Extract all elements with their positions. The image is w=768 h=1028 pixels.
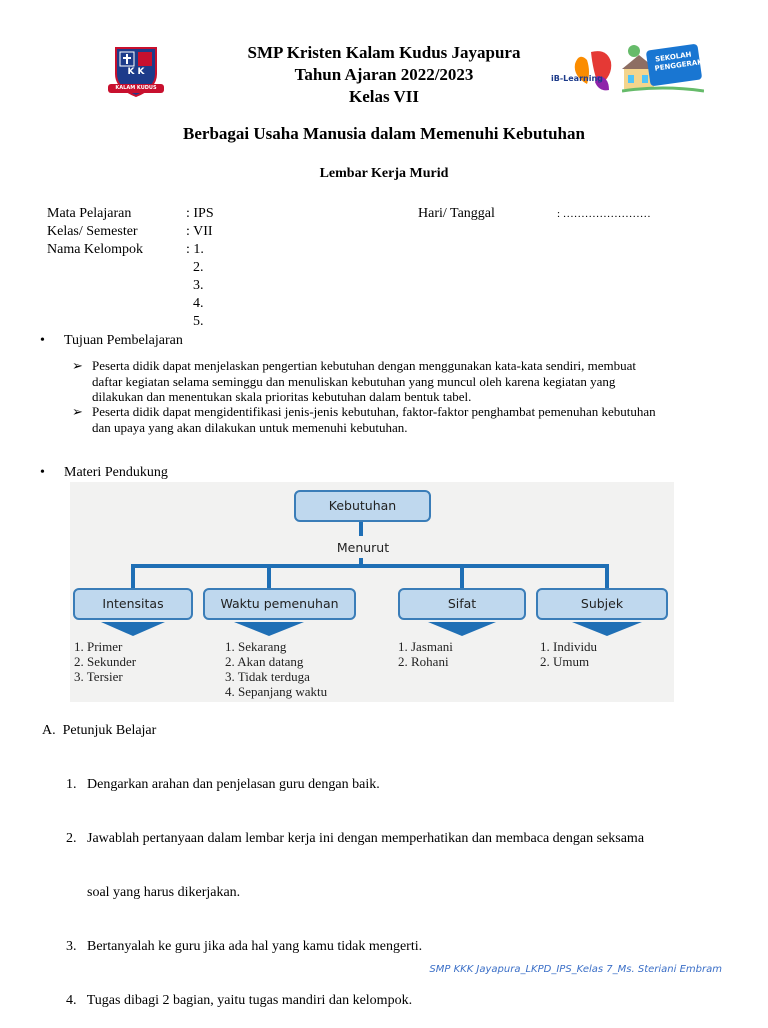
page-footer: SMP KKK Jayapura_LKPD_IPS_Kelas 7_Ms. St… — [429, 964, 722, 975]
category-box-waktu: Waktu pemenuhan — [203, 588, 356, 620]
list-item: 2. Akan datang — [225, 654, 304, 669]
list-item: 2. Umum — [540, 654, 590, 669]
ib-learning-logo: iB-Learning — [551, 46, 617, 96]
list-item: soal yang harus dikerjakan. — [66, 885, 241, 900]
tujuan-item-2-line-1: Peserta didik dapat mengidentifikasi jen… — [92, 404, 656, 419]
category-label-intensitas: Intensitas — [102, 596, 164, 611]
hari-tanggal-label: Hari/ Tanggal — [418, 206, 495, 221]
school-year: Tahun Ajaran 2022/2023 — [294, 65, 474, 84]
category-label-sifat: Sifat — [447, 596, 477, 611]
tujuan-item-2: Peserta didik dapat mengidentifikasi jen… — [92, 404, 732, 435]
tujuan-item-1: Peserta didik dapat menjelaskan pengerti… — [92, 358, 732, 405]
tujuan-heading: Tujuan Pembelajaran — [64, 333, 183, 348]
category-box-intensitas: Intensitas — [73, 588, 193, 620]
bullet-icon: • — [40, 465, 45, 480]
list-item: 2. Sekunder — [74, 654, 137, 669]
mapel-value: : IPS — [186, 206, 214, 221]
category-label-waktu: Waktu pemenuhan — [220, 596, 339, 611]
sifat-list: 1. Jasmani 2. Rohani — [398, 639, 453, 669]
bullet-icon: • — [40, 333, 45, 348]
list-item: 4. Sepanjang waktu — [225, 684, 328, 699]
subjek-list: 1. Individu 2. Umum — [540, 639, 597, 669]
ib-learning-text: iB-Learning — [551, 74, 603, 83]
tujuan-item-1-line-1: Peserta didik dapat menjelaskan pengerti… — [92, 358, 637, 373]
category-label-subjek: Subjek — [580, 596, 624, 611]
intensitas-list: 1. Primer 2. Sekunder 3. Tersier — [74, 639, 136, 684]
kelas-label: Kelas/ Semester — [47, 224, 138, 239]
kebutuhan-diagram: Kebutuhan Menurut Intensitas Waktu pemen… — [70, 482, 674, 702]
list-item: 3. Tersier — [74, 669, 123, 684]
list-item: 1. Primer — [74, 639, 123, 654]
mapel-label: Mata Pelajaran — [47, 206, 132, 221]
list-item: 1. Individu — [540, 639, 598, 654]
nama-kelompok-3: 3. — [193, 278, 204, 293]
list-item: 3. Tidak terduga — [225, 669, 310, 684]
petunjuk-list: 1. Dengarkan arahan dan penjelasan guru … — [66, 740, 644, 1028]
document-title: Berbagai Usaha Manusia dalam Memenuhi Ke… — [183, 124, 585, 143]
arrow-bullet-icon: ➢ — [72, 358, 83, 373]
list-item: 3. Bertanyalah ke guru jika ada hal yang… — [66, 939, 423, 954]
list-item: 2. Rohani — [398, 654, 449, 669]
menurut-label: Menurut — [336, 540, 390, 555]
tujuan-item-1-line-2: daftar kegiatan selama seminggu dan menu… — [92, 373, 616, 389]
list-item: 1. Dengarkan arahan dan penjelasan guru … — [66, 777, 380, 792]
petunjuk-heading: A. Petunjuk Belajar — [42, 723, 157, 738]
tujuan-item-2-line-2: dan upaya yang akan dilakukan untuk meme… — [92, 419, 408, 435]
nama-kelompok-2: 2. — [193, 260, 204, 275]
waktu-list: 1. Sekarang 2. Akan datang 3. Tidak terd… — [225, 639, 327, 699]
materi-heading: Materi Pendukung — [64, 465, 168, 480]
document-subtitle: Lembar Kerja Murid — [319, 166, 449, 181]
nama-kelompok-4: 4. — [193, 296, 204, 311]
list-item: 1. Sekarang — [225, 639, 287, 654]
list-item: 4. Tugas dibagi 2 bagian, yaitu tugas ma… — [66, 993, 413, 1008]
school-name: SMP Kristen Kalam Kudus Jayapura — [247, 43, 521, 62]
kebutuhan-root-label: Kebutuhan — [328, 498, 397, 513]
nama-kelompok-1: : 1. — [186, 242, 204, 257]
list-item: 2. Jawablah pertanyaan dalam lembar kerj… — [66, 831, 645, 846]
nama-kelompok-label: Nama Kelompok — [47, 242, 144, 257]
hari-tanggal-value: : …………………… — [557, 208, 651, 220]
sekolah-penggerak-logo: SEKOLAH PENGGERAK — [621, 43, 705, 95]
category-box-sifat: Sifat — [398, 588, 526, 620]
nama-kelompok-5: 5. — [193, 314, 204, 329]
kelas-value: : VII — [186, 224, 213, 239]
tujuan-item-1-line-3: dilakukan dan menentukan skala prioritas… — [92, 389, 472, 404]
grade-level: Kelas VII — [348, 87, 420, 106]
kebutuhan-root-box: Kebutuhan — [294, 490, 431, 522]
school-logo: K K KALAM KUDUS — [106, 44, 166, 100]
arrow-bullet-icon: ➢ — [72, 404, 83, 419]
list-item: 1. Jasmani — [398, 639, 453, 654]
logo-letters: K K — [127, 67, 145, 77]
diagram-connectors — [101, 522, 642, 636]
category-box-subjek: Subjek — [536, 588, 668, 620]
logo-text: KALAM KUDUS — [115, 85, 157, 91]
